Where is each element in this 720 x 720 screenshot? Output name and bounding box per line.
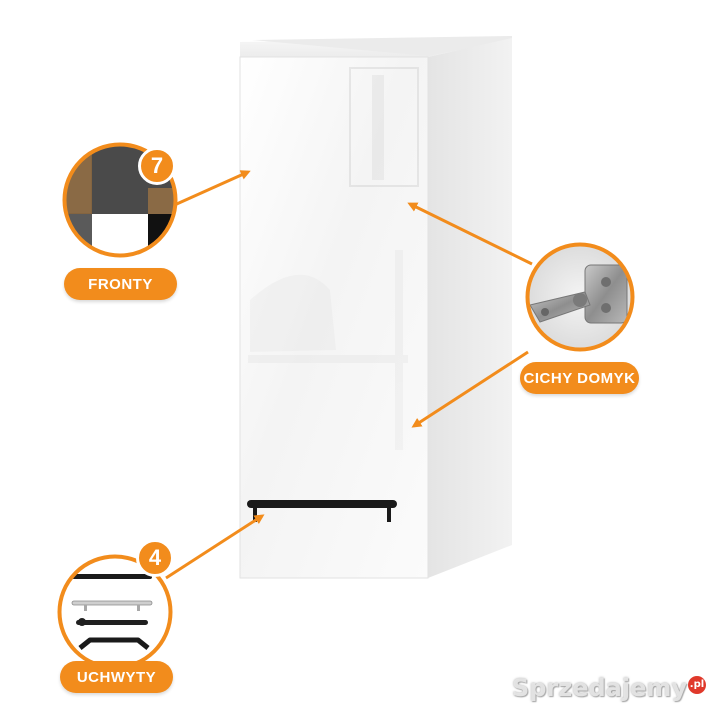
- arrow-fronts: [169, 170, 251, 209]
- fronts-count-badge: 7: [138, 147, 176, 185]
- handle-sample-black-bar: [72, 574, 152, 579]
- callout-arrows: [165, 170, 533, 580]
- watermark-logo: Sprzedajemy.pl: [512, 674, 706, 702]
- handles-count-badge: 4: [136, 539, 174, 577]
- front-reflections: [248, 67, 419, 450]
- hinge-label: CICHY DOMYK: [520, 362, 639, 394]
- arrow-hinge-top: [407, 202, 533, 266]
- cabinet-side: [428, 38, 512, 578]
- hinge-circle: [525, 242, 635, 352]
- cabinet-top-back: [252, 36, 512, 56]
- handles-label: UCHWYTY: [60, 661, 173, 693]
- watermark-suffix: .pl: [688, 676, 706, 694]
- cabinet-handle: [247, 500, 397, 522]
- swatch-white: [92, 214, 148, 255]
- handles-circle: [57, 554, 173, 670]
- hinge-icon: [529, 264, 628, 324]
- cabinet: [239, 36, 512, 579]
- fronts-label: FRONTY: [64, 268, 177, 300]
- watermark-text: Sprzedajemy: [511, 674, 687, 702]
- handle-sample-chrome: [71, 600, 153, 611]
- fronts-swatch-circle: [62, 142, 178, 258]
- handle-sample-black-arched: [78, 637, 150, 650]
- arrow-hinge-bottom: [411, 350, 529, 428]
- cabinet-front: [239, 56, 429, 579]
- handle-sample-black-round: [76, 618, 148, 626]
- arrow-handles: [165, 514, 265, 580]
